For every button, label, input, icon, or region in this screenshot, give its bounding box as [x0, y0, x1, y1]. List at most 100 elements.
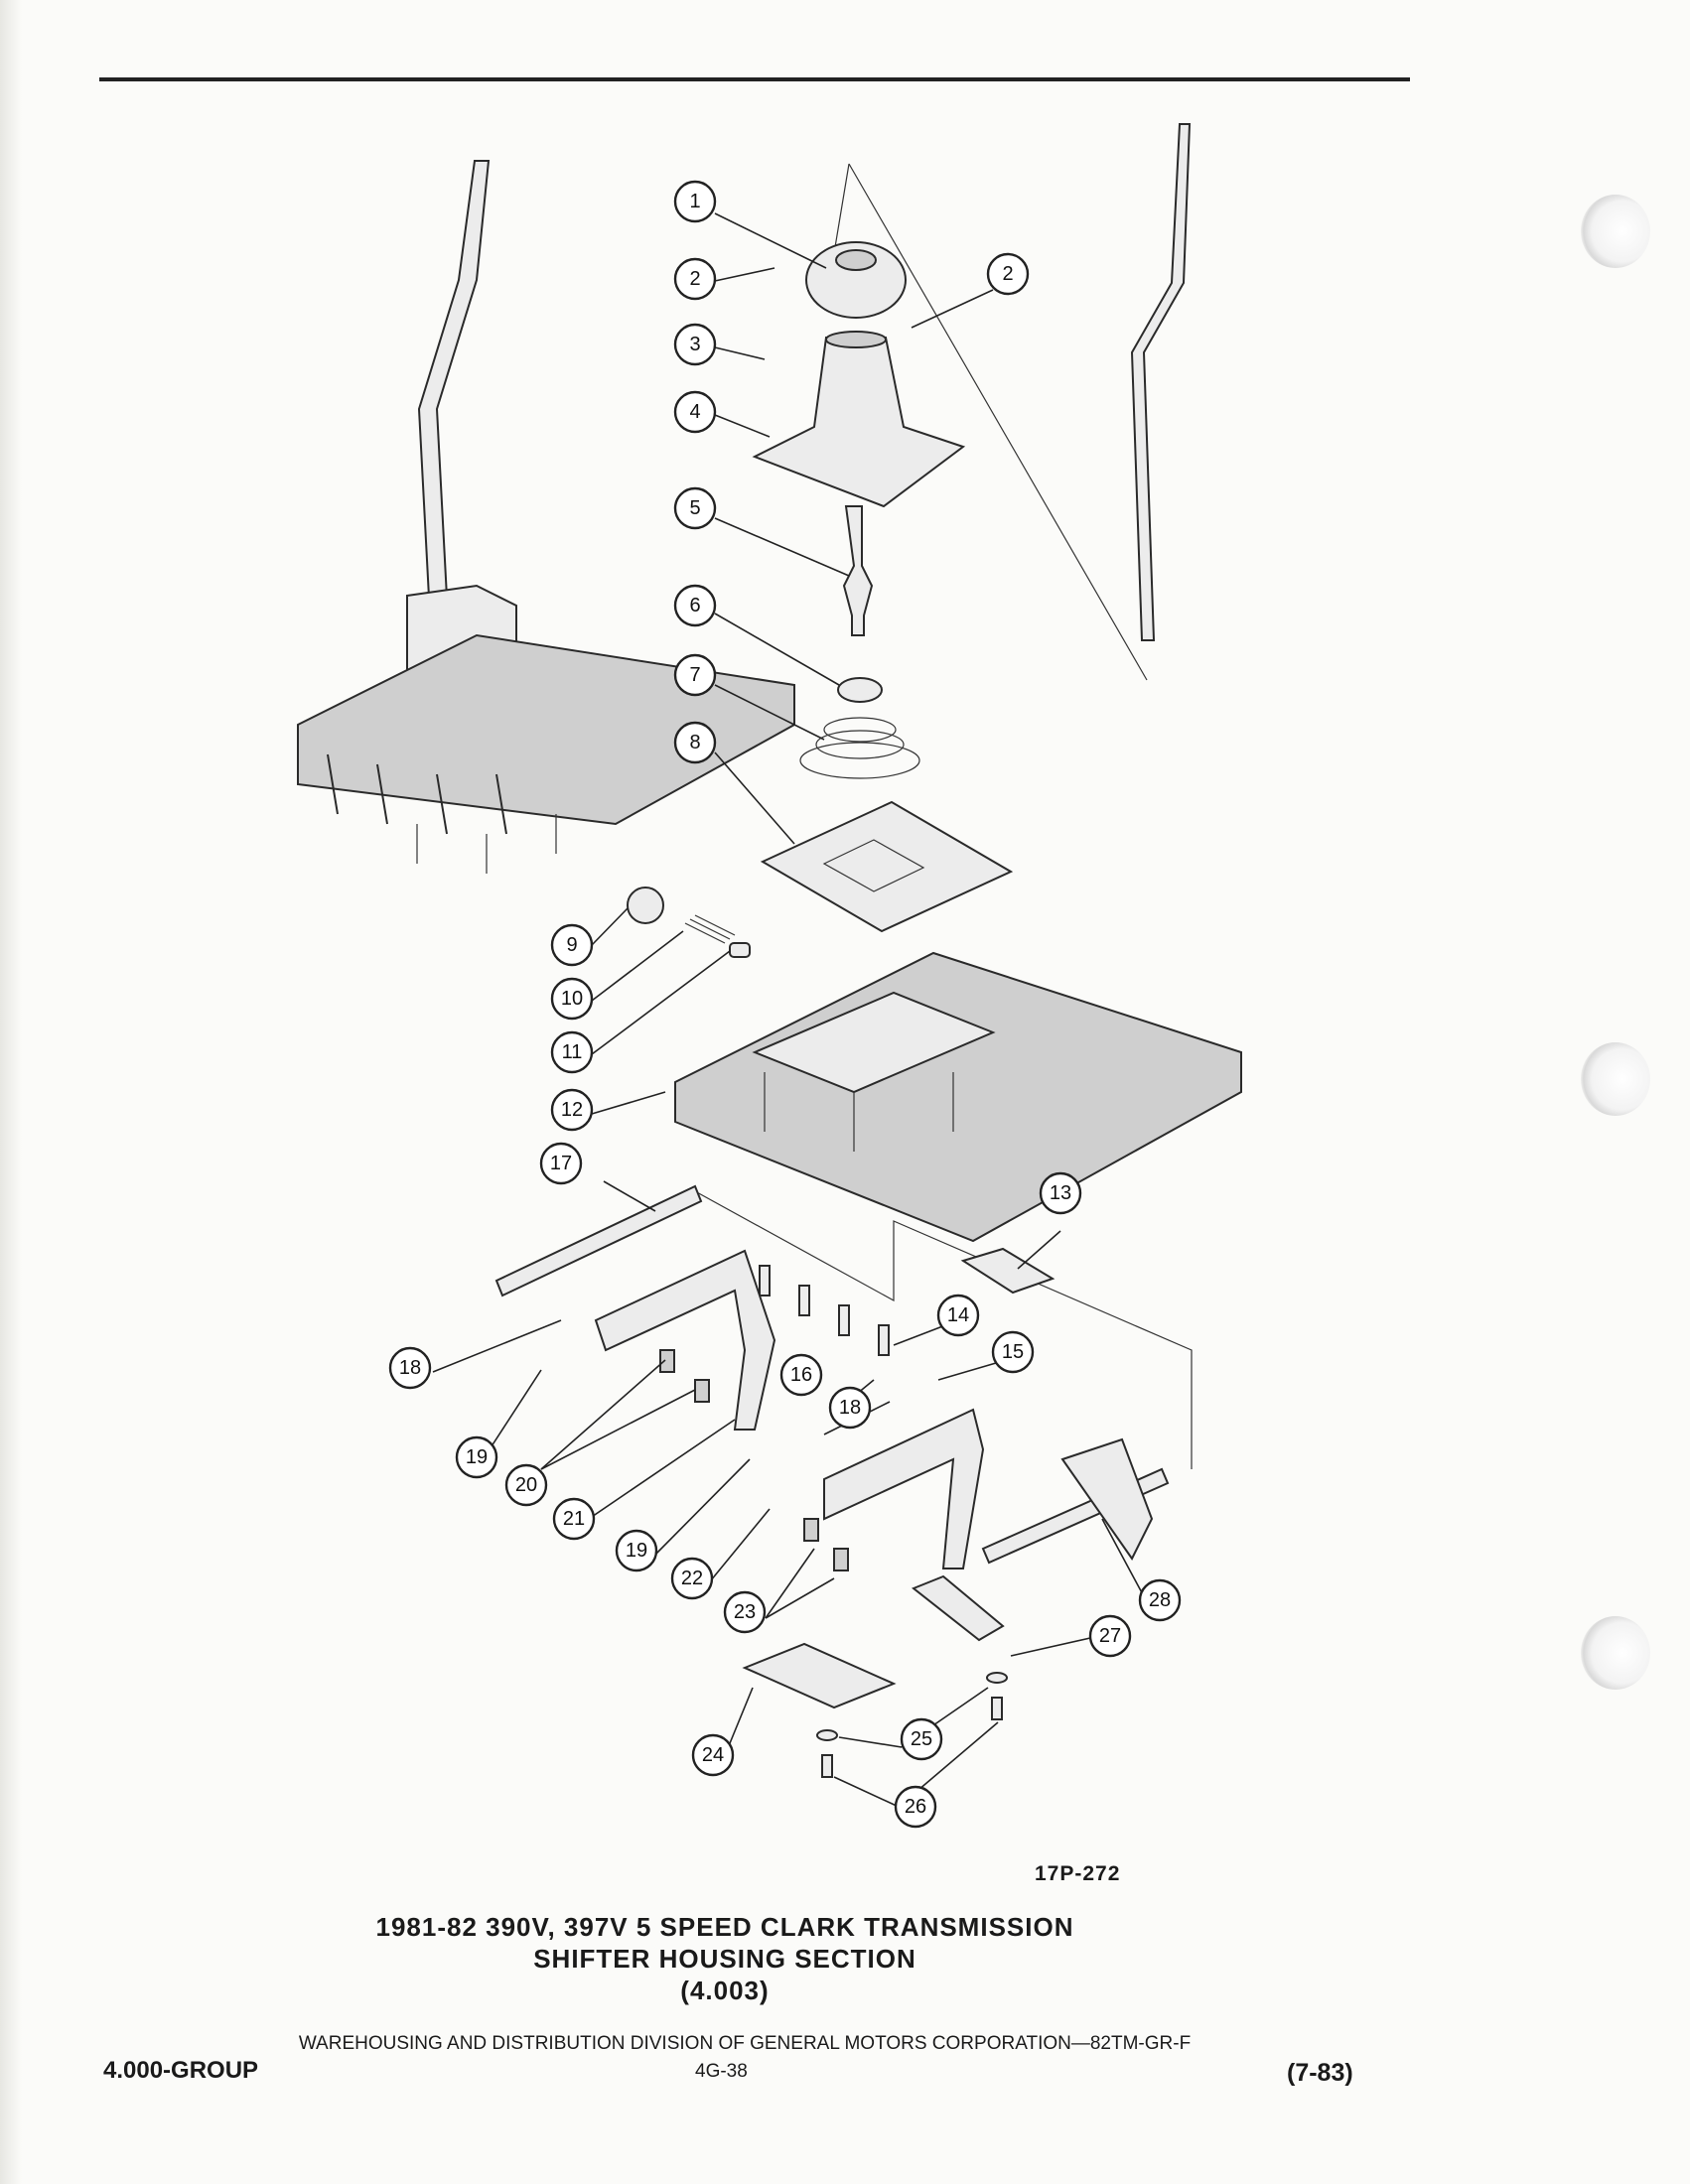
svg-text:2: 2 — [1002, 263, 1013, 285]
footer-page-number: 4G-38 — [695, 2061, 748, 2082]
callout-11: 11 — [550, 1030, 594, 1074]
callout-24: 24 — [691, 1733, 735, 1777]
svg-text:27: 27 — [1099, 1625, 1121, 1647]
callout-21: 21 — [552, 1497, 596, 1541]
callout-18-right: 18 — [828, 1386, 872, 1430]
svg-text:8: 8 — [689, 732, 700, 753]
callout-4: 4 — [673, 390, 717, 434]
footer-date-code: (7-83) — [1287, 2059, 1353, 2087]
callout-5: 5 — [673, 486, 717, 530]
svg-text:20: 20 — [515, 1474, 537, 1496]
svg-text:11: 11 — [562, 1041, 583, 1063]
shifter-tower-boot — [752, 331, 966, 508]
svg-text:18: 18 — [839, 1397, 861, 1419]
callout-27: 27 — [1088, 1614, 1132, 1658]
detent-plunger — [729, 942, 751, 958]
svg-text:19: 19 — [466, 1446, 488, 1468]
interlock-plate — [960, 1247, 1056, 1295]
callout-22: 22 — [670, 1557, 714, 1600]
svg-text:23: 23 — [734, 1601, 756, 1623]
svg-text:19: 19 — [626, 1540, 647, 1562]
svg-text:25: 25 — [911, 1728, 932, 1750]
bolts-washers — [816, 1672, 1008, 1778]
callout-15: 15 — [991, 1330, 1035, 1374]
svg-text:16: 16 — [790, 1364, 812, 1386]
rail-with-fork — [981, 1437, 1170, 1565]
callout-7: 7 — [673, 653, 717, 697]
spring — [799, 717, 920, 779]
svg-text:1: 1 — [689, 191, 700, 212]
gasket-plate — [760, 800, 1014, 933]
callout-23: 23 — [723, 1590, 767, 1634]
footer-division-line: WAREHOUSING AND DISTRIBUTION DIVISION OF… — [298, 2033, 1192, 2054]
binder-hole-middle — [1581, 1042, 1650, 1116]
callout-26: 26 — [894, 1785, 937, 1829]
springs-set — [759, 1265, 890, 1356]
page-edge-shadow — [0, 0, 22, 2184]
binder-hole-bottom — [1581, 1616, 1650, 1690]
header-rule — [99, 77, 1410, 81]
callout-18-left: 18 — [388, 1346, 432, 1390]
caption-title: 1981-82 390V, 397V 5 SPEED CLARK TRANSMI… — [375, 1912, 1074, 1942]
callouts: 1 2 2 3 4 5 6 7 8 9 10 11 12 13 14 15 16… — [388, 180, 1182, 1829]
svg-text:22: 22 — [681, 1568, 703, 1589]
svg-text:26: 26 — [905, 1796, 926, 1818]
callout-12: 12 — [550, 1088, 594, 1132]
lower-plate — [742, 1642, 897, 1709]
svg-text:2: 2 — [689, 268, 700, 290]
svg-text:28: 28 — [1149, 1589, 1171, 1611]
callout-8: 8 — [673, 721, 717, 764]
svg-text:7: 7 — [689, 664, 700, 686]
shift-lever-shaft — [842, 505, 874, 636]
detent-plug — [627, 887, 664, 924]
binder-hole-top — [1581, 195, 1650, 268]
callout-10: 10 — [550, 977, 594, 1021]
assembled-shifter-illustration — [297, 160, 795, 874]
callout-14: 14 — [936, 1294, 980, 1337]
svg-text:4: 4 — [689, 401, 700, 423]
pads — [659, 1349, 849, 1571]
shift-rail — [494, 1184, 703, 1297]
callout-16: 16 — [779, 1353, 823, 1397]
svg-text:3: 3 — [689, 334, 700, 355]
callout-19-right: 19 — [615, 1529, 658, 1572]
svg-text:13: 13 — [1050, 1182, 1071, 1204]
svg-text:5: 5 — [689, 497, 700, 519]
callout-2-right: 2 — [986, 252, 1030, 296]
svg-text:15: 15 — [1002, 1341, 1024, 1363]
callout-2-left: 2 — [673, 257, 717, 301]
shift-fork-left — [594, 1249, 776, 1431]
svg-text:10: 10 — [561, 988, 583, 1010]
lever-plate — [912, 1574, 1005, 1642]
seal-ring — [837, 677, 883, 703]
shift-knob — [805, 241, 907, 319]
leader-lines — [432, 212, 1146, 1808]
callout-13: 13 — [1039, 1171, 1082, 1215]
detent-spring — [684, 914, 736, 944]
shifter-housing — [674, 951, 1242, 1243]
svg-text:6: 6 — [689, 595, 700, 616]
svg-text:12: 12 — [561, 1099, 583, 1121]
svg-text:24: 24 — [702, 1744, 724, 1766]
callout-1: 1 — [673, 180, 717, 223]
shift-fork-right — [823, 1408, 985, 1570]
shift-lever-illustration — [1130, 123, 1192, 641]
svg-text:9: 9 — [566, 934, 577, 956]
caption-subtitle: SHIFTER HOUSING SECTION — [533, 1944, 916, 1974]
svg-text:14: 14 — [947, 1304, 969, 1326]
callout-28: 28 — [1138, 1578, 1182, 1622]
svg-text:17: 17 — [550, 1153, 572, 1174]
callout-3: 3 — [673, 323, 717, 366]
footer-group: 4.000-GROUP — [103, 2057, 259, 2084]
callout-25: 25 — [900, 1717, 943, 1761]
callout-17: 17 — [539, 1142, 583, 1185]
callout-6: 6 — [673, 584, 717, 627]
svg-text:21: 21 — [563, 1508, 585, 1530]
callout-20: 20 — [504, 1463, 548, 1507]
figure-code: 17P-272 — [1035, 1862, 1121, 1885]
callout-19-left: 19 — [455, 1435, 498, 1479]
caption-section: (4.003) — [680, 1976, 770, 2005]
svg-text:18: 18 — [399, 1357, 421, 1379]
